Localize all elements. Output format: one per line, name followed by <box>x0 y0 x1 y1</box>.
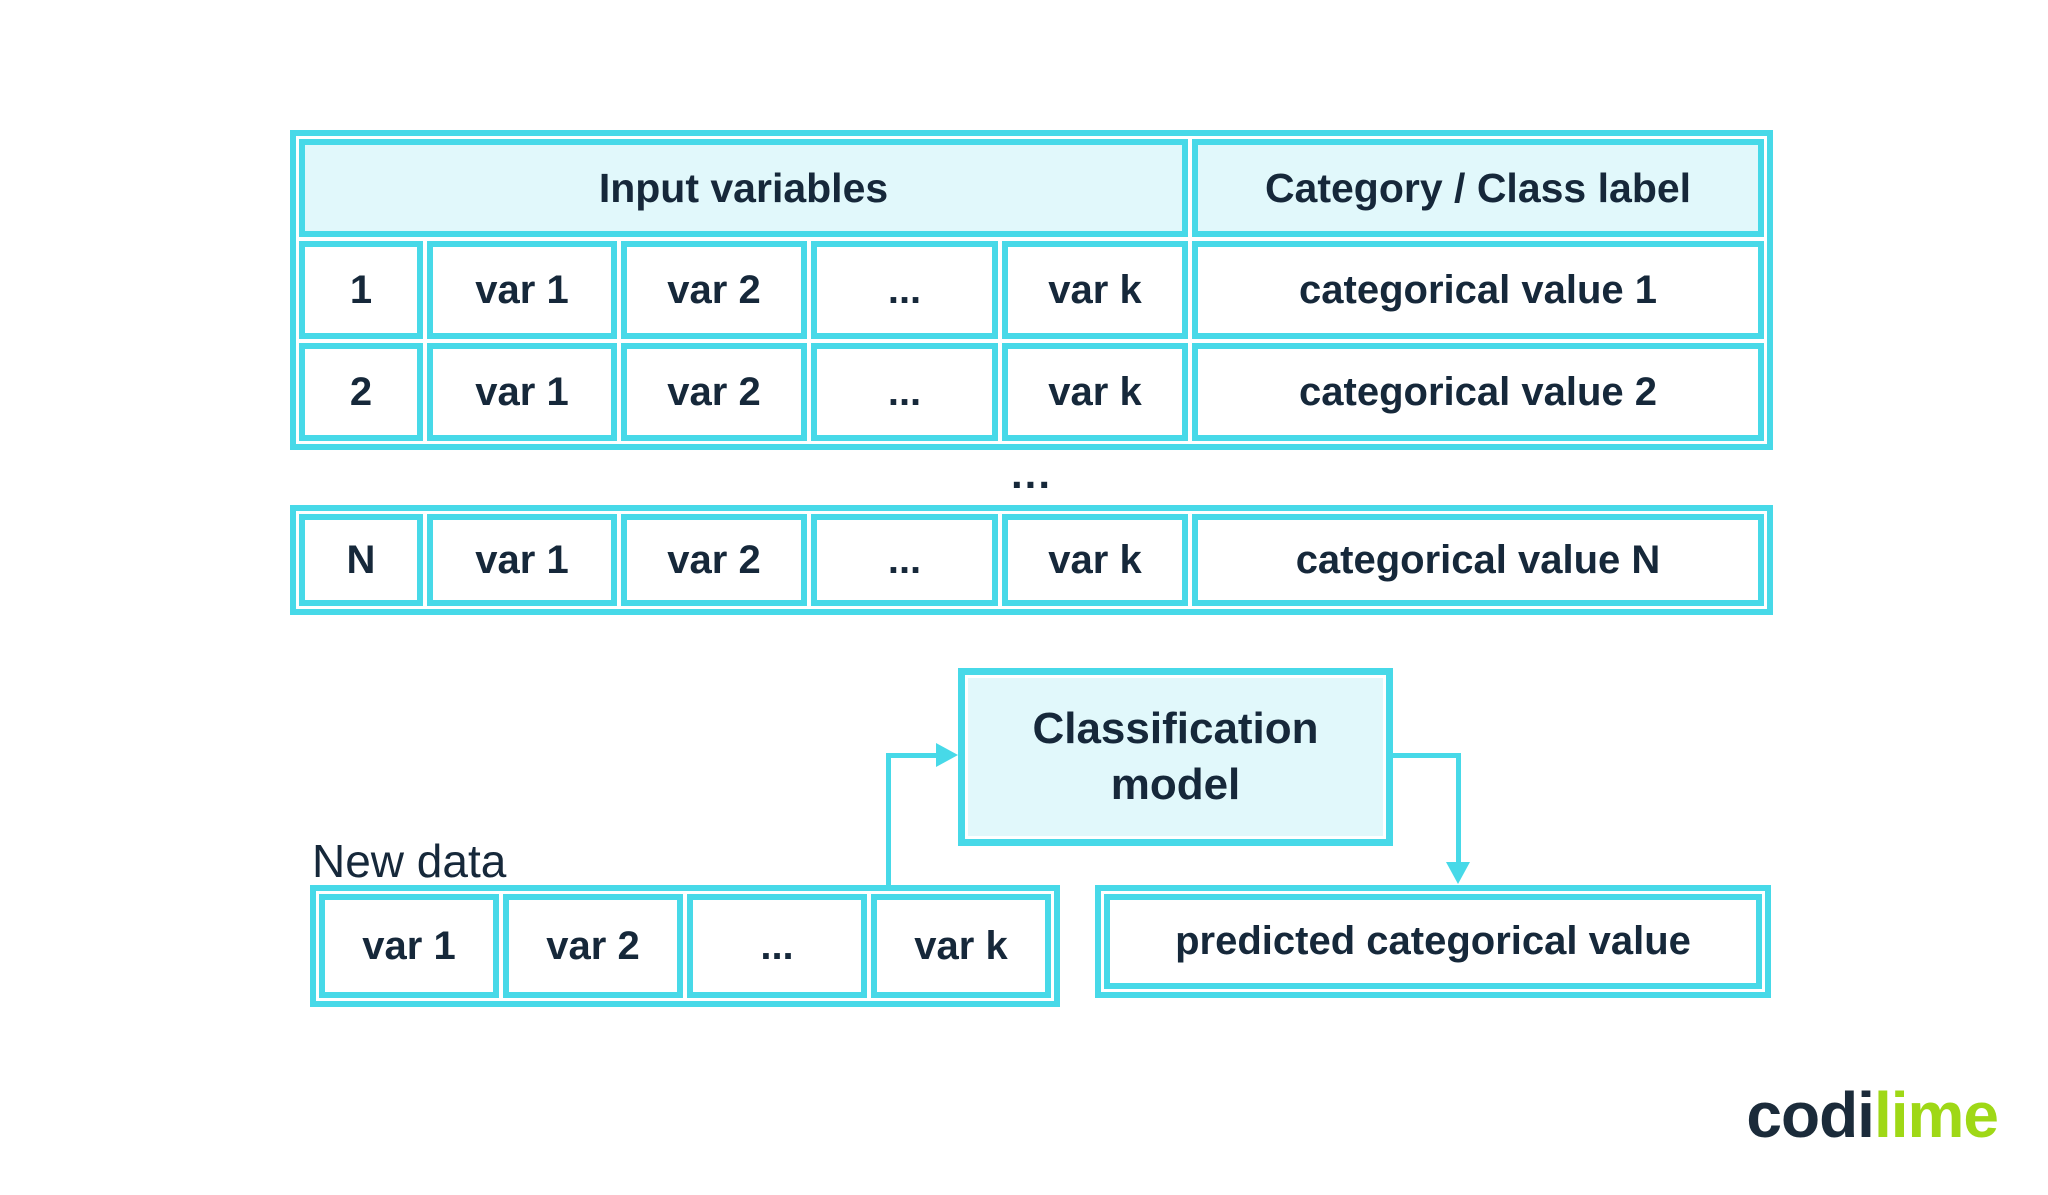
prediction-box: predicted categorical value <box>1095 885 1771 998</box>
header-category-class-label: Category / Class label <box>1192 139 1764 237</box>
classification-model-box: Classification model <box>958 668 1393 846</box>
newdata-var2: var 2 <box>503 894 683 998</box>
arrowhead-into-prediction-icon <box>1446 862 1470 884</box>
training-table-row-n: N var 1 var 2 ... var k categorical valu… <box>290 505 1773 615</box>
rowN-ellipsis: ... <box>811 514 998 606</box>
rowN-index: N <box>299 514 423 606</box>
row1-index: 1 <box>299 241 423 339</box>
row2-var2: var 2 <box>621 343 807 441</box>
newdata-ellipsis: ... <box>687 894 867 998</box>
row2-vark: var k <box>1002 343 1188 441</box>
rowN-var2: var 2 <box>621 514 807 606</box>
row2-ellipsis: ... <box>811 343 998 441</box>
prediction-label: predicted categorical value <box>1104 894 1762 989</box>
row1-var2: var 2 <box>621 241 807 339</box>
arrow-model-to-prediction-vertical <box>1456 753 1461 862</box>
row1-categorical-value: categorical value 1 <box>1192 241 1764 339</box>
codilime-logo: codilime <box>1746 1078 1999 1152</box>
header-input-variables: Input variables <box>299 139 1188 237</box>
arrowhead-into-model-icon <box>936 743 958 767</box>
classification-model-line1: Classification <box>1032 703 1319 753</box>
new-data-label: New data <box>312 835 507 887</box>
rows-ellipsis: ... <box>1010 450 1052 497</box>
arrow-model-to-prediction-horizontal <box>1393 753 1461 758</box>
rowN-vark: var k <box>1002 514 1188 606</box>
logo-lime-text: lime <box>1873 1079 1999 1151</box>
row1-var1: var 1 <box>427 241 617 339</box>
rowN-categorical-value: categorical value N <box>1192 514 1764 606</box>
training-table: Input variables Category / Class label 1… <box>290 130 1773 450</box>
row2-categorical-value: categorical value 2 <box>1192 343 1764 441</box>
arrow-newdata-to-model-horizontal <box>886 753 936 758</box>
newdata-var1: var 1 <box>319 894 499 998</box>
classification-model-line2: model <box>1110 760 1241 809</box>
new-data-row: var 1 var 2 ... var k <box>310 885 1060 1007</box>
logo-codi-text: codi <box>1746 1079 1875 1151</box>
row2-index: 2 <box>299 343 423 441</box>
row1-vark: var k <box>1002 241 1188 339</box>
rowN-var1: var 1 <box>427 514 617 606</box>
arrow-newdata-to-model-vertical <box>886 753 891 888</box>
row1-ellipsis: ... <box>811 241 998 339</box>
newdata-vark: var k <box>871 894 1051 998</box>
row2-var1: var 1 <box>427 343 617 441</box>
